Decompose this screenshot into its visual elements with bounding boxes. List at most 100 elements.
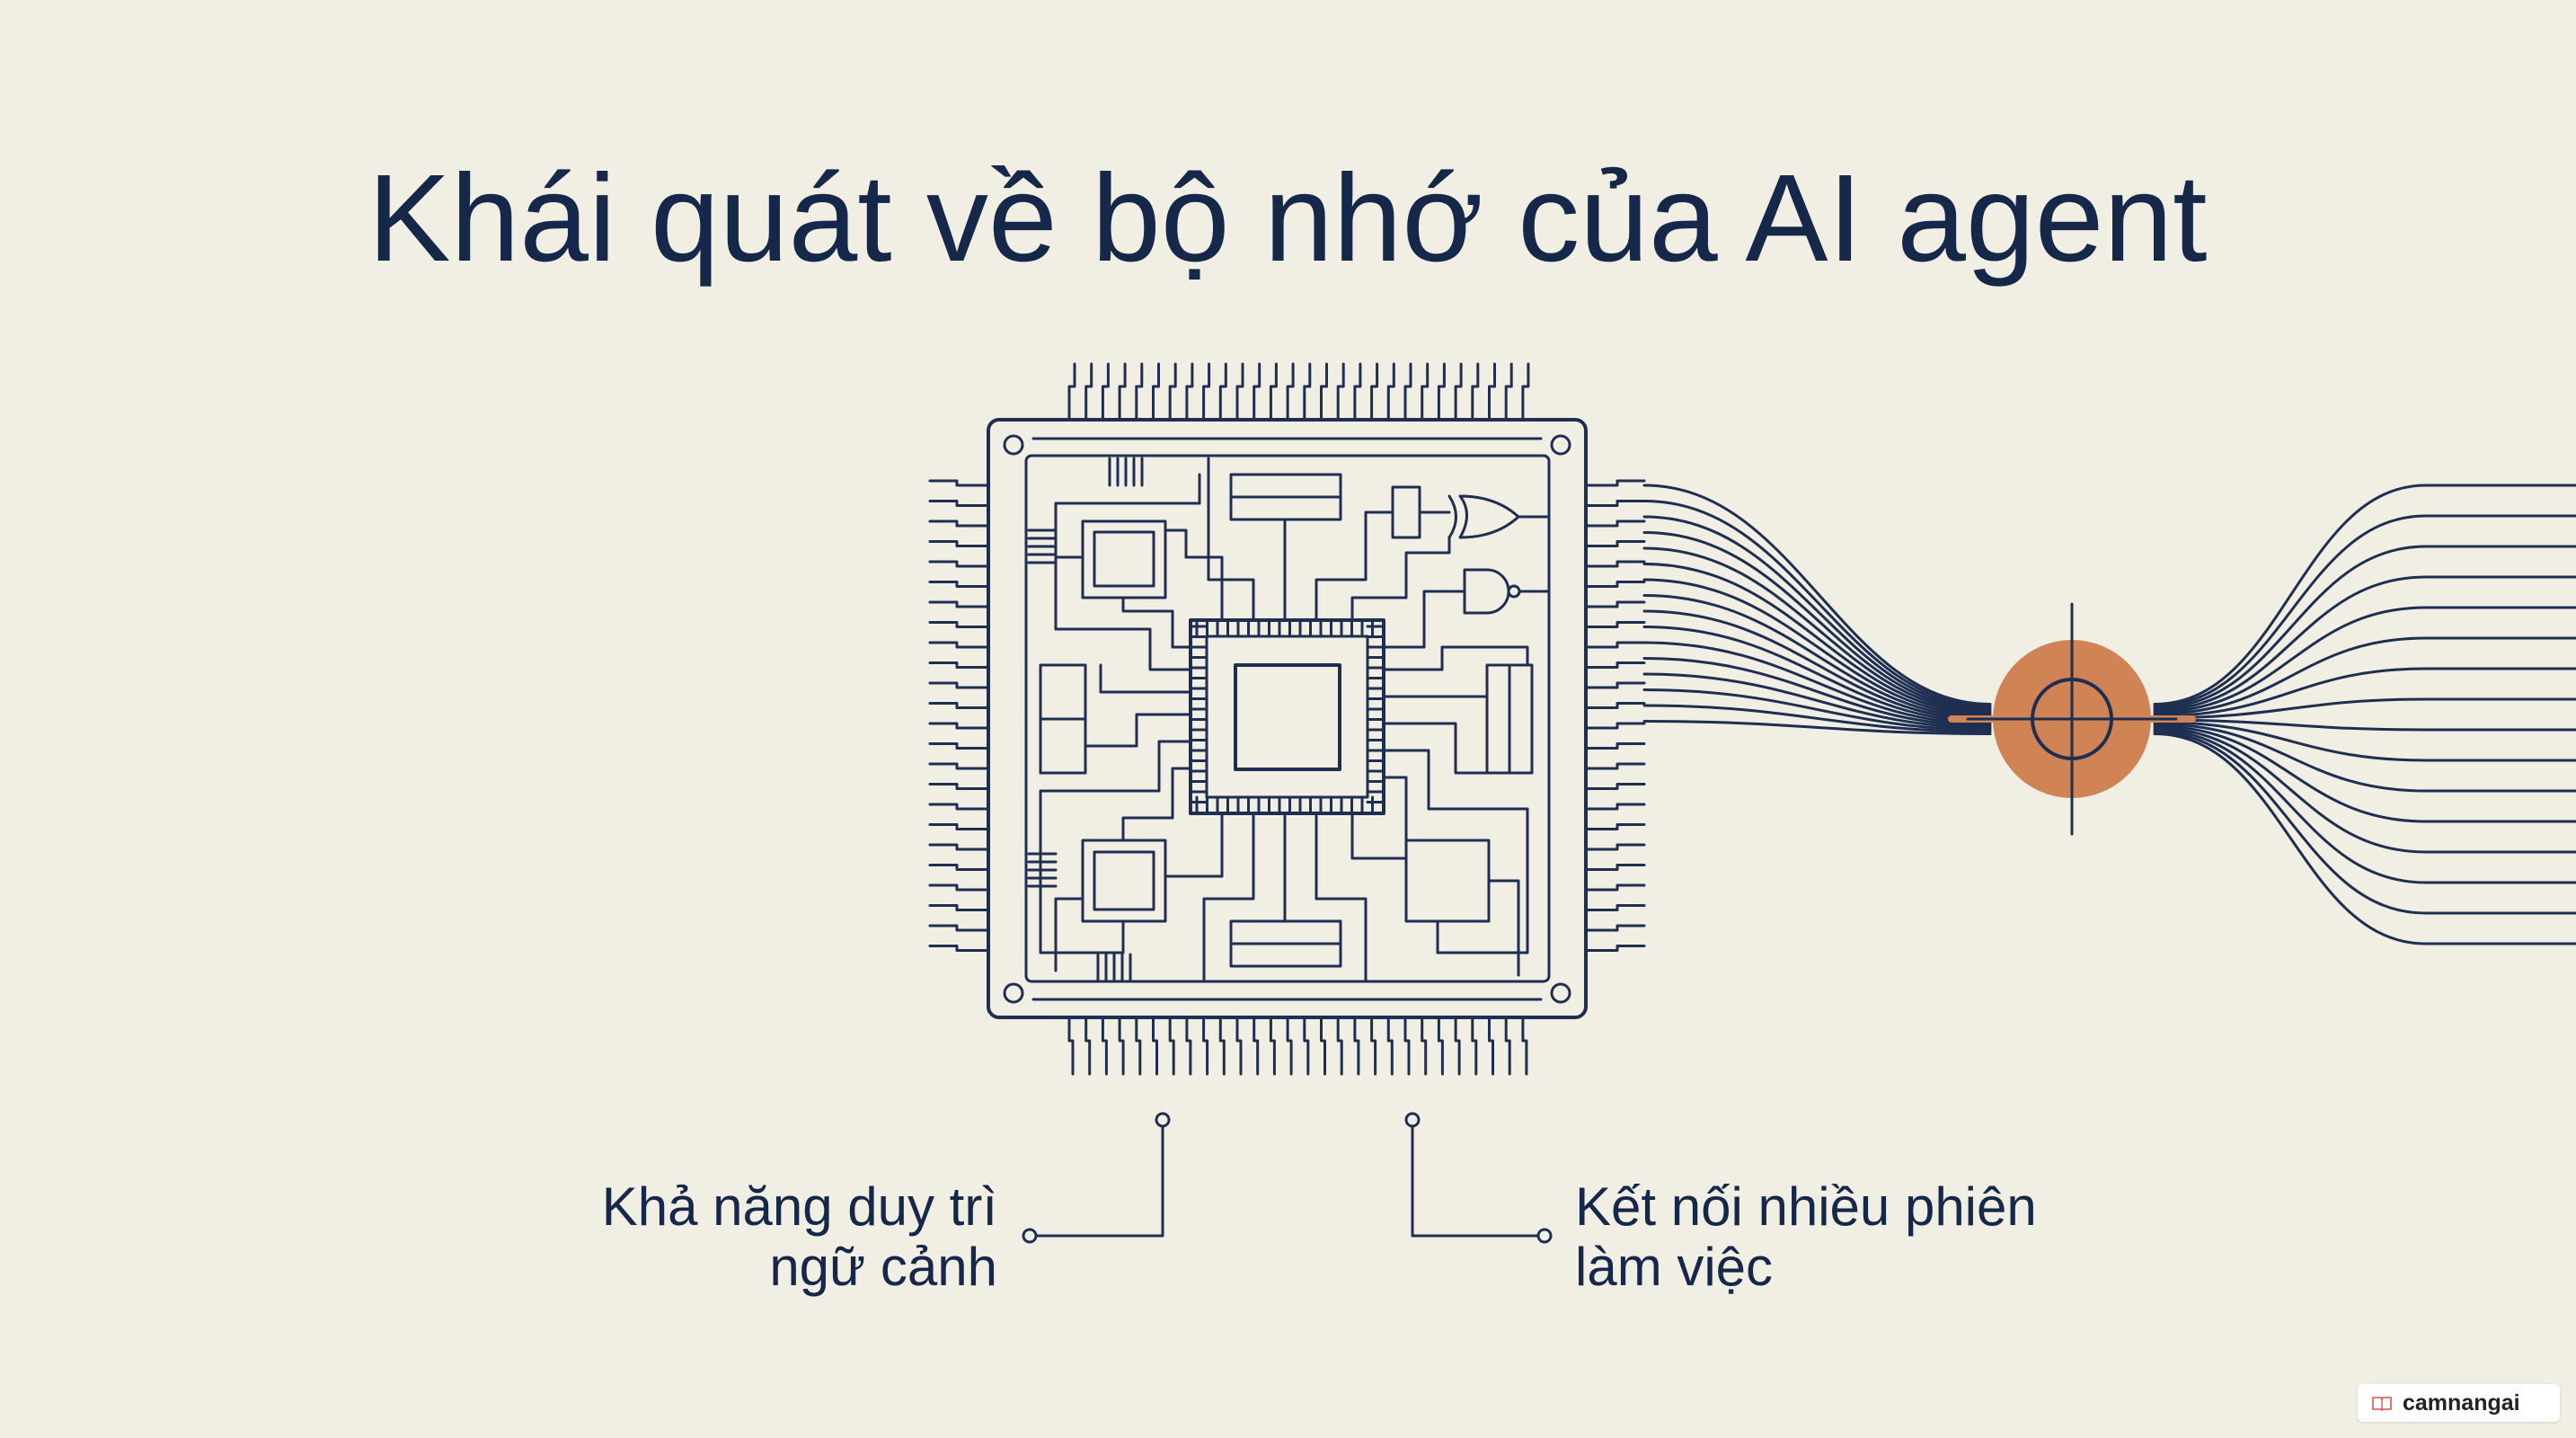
callout-end-dot: [1022, 1228, 1038, 1244]
chip-pin: [1353, 362, 1362, 422]
label-multi-session-line1: Kết nối nhiều phiên: [1575, 1176, 2037, 1237]
signal-wires-in: [1642, 484, 1992, 735]
chip-pin: [1370, 1016, 1377, 1076]
chip-core-die: [1234, 663, 1341, 771]
signal-wire: [2153, 730, 2576, 915]
chip-pin: [1584, 783, 1646, 790]
chip-pin: [1253, 1016, 1260, 1076]
chip-pins-left: [928, 479, 990, 952]
chip-pin: [1403, 1016, 1411, 1076]
signal-wire: [2153, 728, 2576, 884]
trace: [1487, 879, 1520, 977]
memory-node-icon: [1948, 602, 2196, 836]
chip-pin: [1386, 1016, 1394, 1076]
signal-wire: [2153, 723, 2576, 793]
chip-pin: [1437, 1016, 1444, 1076]
chip-pin: [1454, 1016, 1461, 1076]
chip-pin: [1584, 945, 1646, 952]
chip-pin: [928, 924, 990, 932]
chip-pin: [928, 519, 990, 528]
signal-wire: [2153, 697, 2576, 720]
chip-pin: [1584, 581, 1646, 588]
callout-end-dot: [1536, 1228, 1553, 1244]
signal-wire: [2153, 575, 2576, 712]
signal-wire: [1642, 500, 1992, 708]
chip-pin: [1235, 362, 1244, 422]
chip-pin: [1584, 904, 1646, 911]
chip-pin: [1471, 1016, 1478, 1076]
chip-pin: [1185, 1016, 1192, 1076]
chip-pin: [1218, 1016, 1226, 1076]
callout-right: [1404, 1112, 1553, 1244]
chip-pin: [1118, 1016, 1125, 1076]
chip-pin: [928, 702, 990, 709]
chip-pin: [928, 560, 990, 568]
signal-wire: [1642, 626, 1992, 723]
chip-pin: [928, 864, 990, 871]
callout-anchor-dot: [1155, 1112, 1171, 1128]
signal-wire: [1642, 484, 1992, 706]
circuit-traces: [1039, 457, 1529, 983]
chip-pin: [1218, 362, 1227, 422]
xor-gate-icon: [1458, 494, 1520, 539]
chip-pin: [1084, 1016, 1092, 1076]
trace: [1382, 749, 1529, 954]
chip-pin: [1421, 362, 1430, 422]
chip-pin: [928, 600, 990, 608]
chip-pin: [928, 681, 990, 689]
signal-wire: [2153, 718, 2576, 732]
chip-core-pins: [1189, 618, 1385, 815]
chip-pin: [1584, 540, 1646, 547]
mount-hole-icon: [1550, 982, 1571, 1004]
chip-pin: [1504, 362, 1513, 422]
signal-wire: [2153, 636, 2576, 715]
chip-pin: [928, 581, 990, 588]
chip-pin: [1269, 362, 1278, 422]
signal-wire: [1642, 688, 1992, 732]
label-multi-session-line2: làm việc: [1575, 1237, 1773, 1297]
trace: [1054, 473, 1201, 671]
signal-wire: [1642, 546, 1992, 714]
chip-pin: [1303, 1016, 1310, 1076]
chip-pins-top: [1067, 362, 1530, 422]
chip-pin: [1286, 362, 1295, 422]
chip-pin: [1403, 362, 1412, 422]
trace: [1054, 897, 1084, 972]
chip-pin: [1185, 362, 1194, 422]
trace: [1315, 510, 1394, 622]
label-context-retention-line1: Khả năng duy trì: [602, 1176, 997, 1237]
chip-pin: [1370, 362, 1379, 422]
signal-wires-out: [2153, 484, 2576, 945]
trace: [1382, 645, 1529, 671]
chip-pins-right: [1584, 479, 1646, 952]
mount-hole-icon: [1003, 982, 1024, 1004]
chip-pin: [928, 742, 990, 750]
chip-pin: [1584, 762, 1646, 770]
chip-pin: [1584, 681, 1646, 689]
chip-pin: [1235, 1016, 1243, 1076]
signal-wire: [2153, 545, 2576, 710]
trace: [1202, 812, 1255, 983]
chip-pin: [1336, 362, 1345, 422]
chip-pin: [928, 803, 990, 811]
chip-core-mid: [1205, 635, 1369, 799]
signal-wire: [2153, 724, 2576, 823]
chip-pin: [1488, 1016, 1494, 1076]
chip-pin: [1584, 621, 1646, 628]
chip-pin: [928, 883, 990, 892]
and-gate-icon: [1463, 568, 1510, 615]
component-block: [1093, 530, 1155, 588]
trace: [1121, 767, 1192, 842]
chip-pin: [1269, 1016, 1276, 1076]
chip-icon: [987, 418, 1588, 1019]
signal-wire: [2153, 606, 2576, 714]
signal-wire: [2153, 514, 2576, 708]
chip-pin: [1084, 362, 1093, 422]
signal-wire: [1642, 657, 1992, 728]
chip-pin: [1584, 560, 1646, 568]
chip-pin: [928, 621, 990, 628]
chip-pin: [1584, 924, 1646, 932]
chip-pin: [1521, 362, 1530, 422]
trace: [1382, 590, 1466, 649]
